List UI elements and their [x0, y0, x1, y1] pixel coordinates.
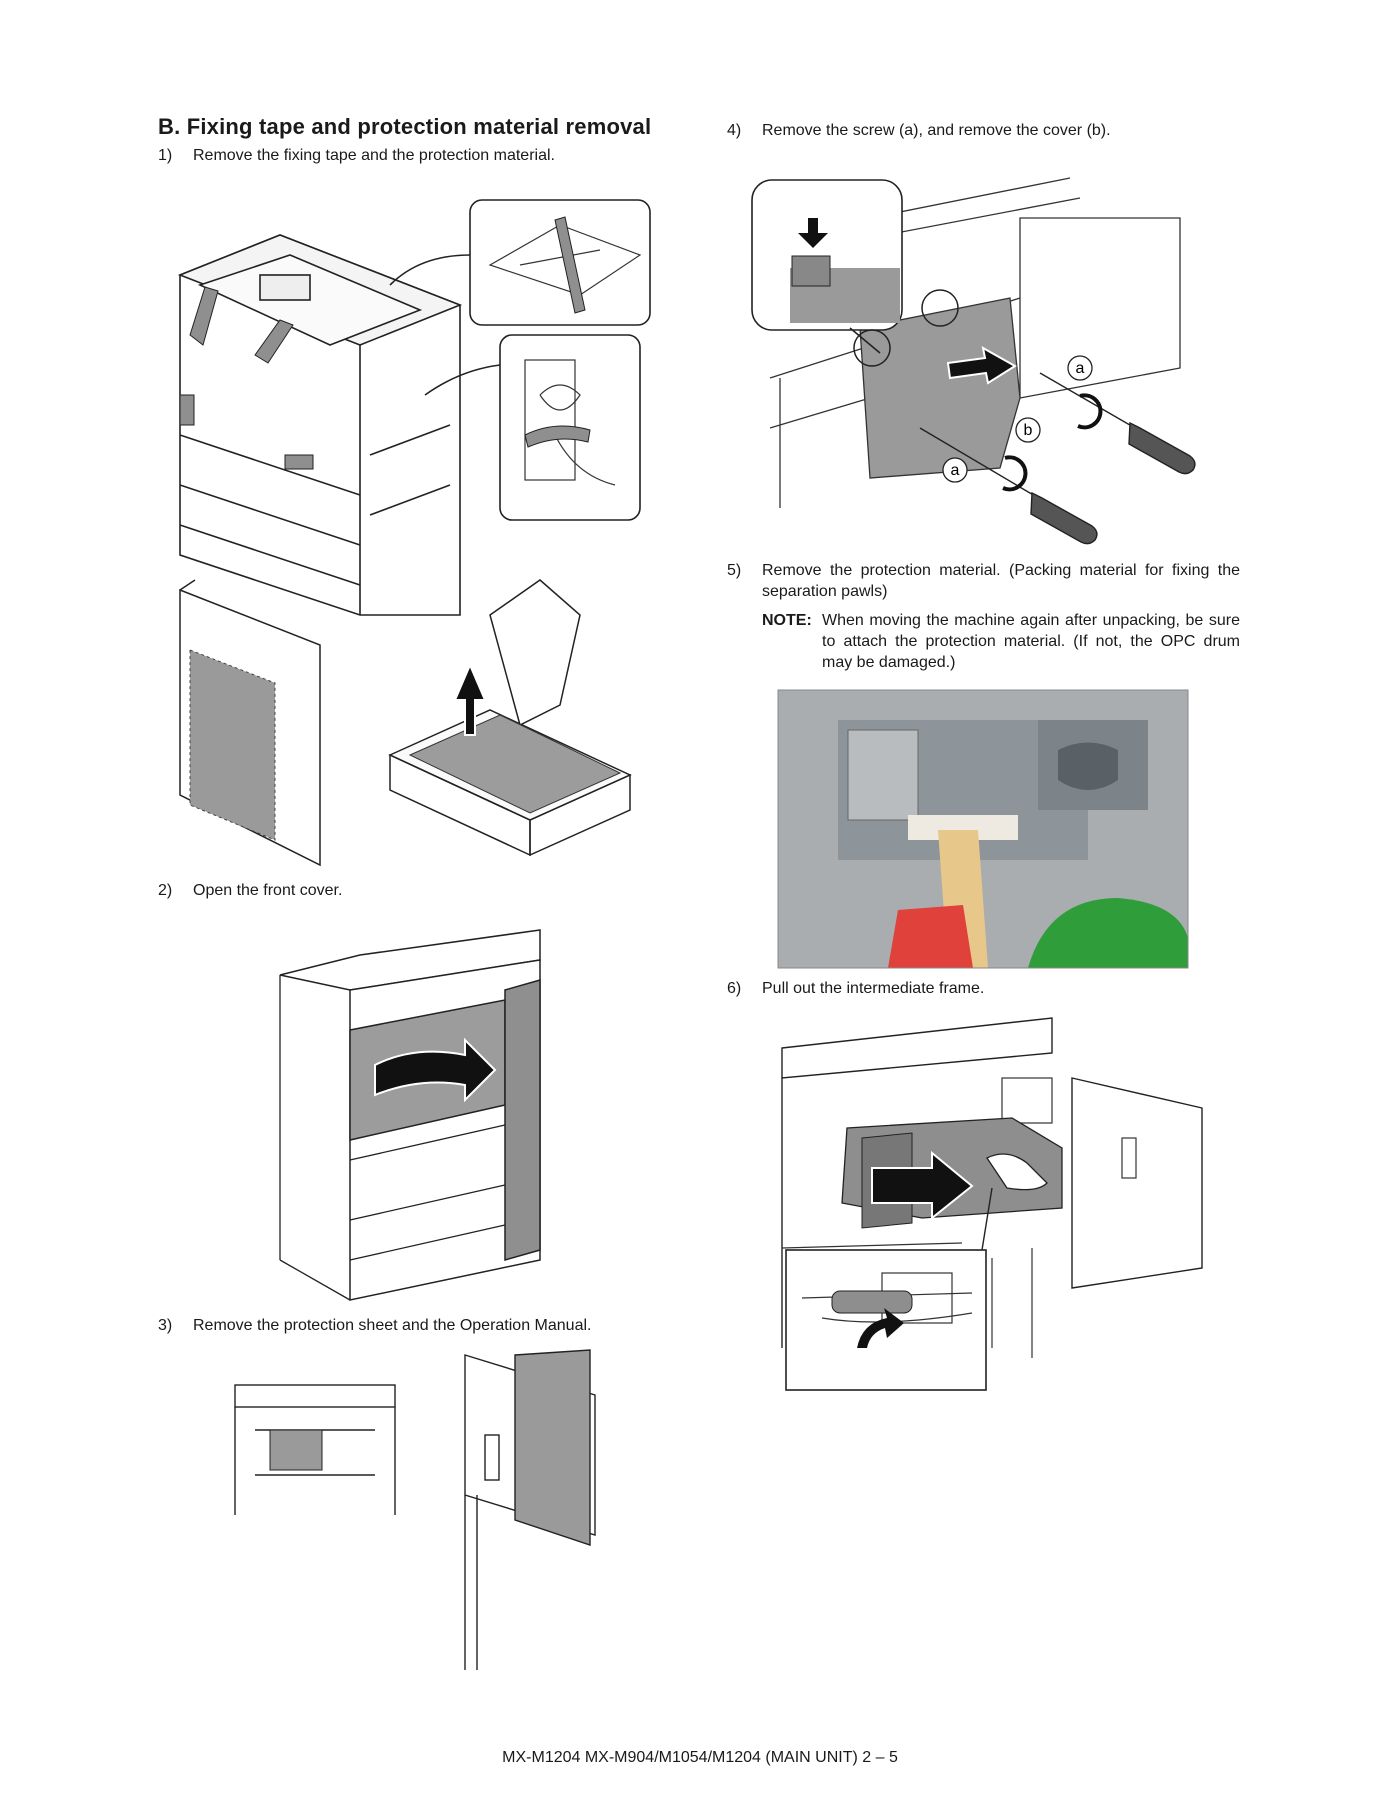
step-3-text: Remove the protection sheet and the Oper… — [193, 1317, 592, 1334]
step-1-text: Remove the fixing tape and the protectio… — [193, 147, 555, 164]
step-1-number: 1) — [158, 147, 173, 164]
figure-4-screw-cover: a b a — [751, 177, 1196, 545]
figure-3-protection-sheet — [234, 1349, 596, 1670]
step-5: 5) Remove the protection material. (Pack… — [727, 560, 1240, 602]
step-6: 6) Pull out the intermediate frame. — [727, 978, 984, 999]
step-2: 2) Open the front cover. — [158, 880, 342, 901]
label-screw-a: a — [1076, 360, 1085, 377]
step-6-number: 6) — [727, 980, 742, 997]
section-title: B. Fixing tape and protection material r… — [158, 114, 652, 139]
note-text: When moving the machine again after unpa… — [822, 612, 1240, 671]
step-2-text: Open the front cover. — [193, 882, 343, 899]
note-label: NOTE: — [762, 612, 812, 629]
step-4: 4) Remove the screw (a), and remove the c… — [727, 120, 1111, 141]
figure-6-intermediate-frame — [781, 1017, 1203, 1391]
step-4-number: 4) — [727, 122, 742, 139]
figure-2-front-cover — [279, 929, 541, 1301]
step-5-number: 5) — [727, 562, 742, 579]
step-2-number: 2) — [158, 882, 173, 899]
page-footer: MX-M1204 MX-M904/M1054/M1204 (MAIN UNIT)… — [502, 1749, 898, 1766]
step-6-text: Pull out the intermediate frame. — [762, 980, 985, 997]
label-cover-b: b — [1024, 422, 1033, 439]
label-screw-a-2: a — [951, 462, 960, 479]
step-1: 1) Remove the fixing tape and the protect… — [158, 145, 555, 166]
figure-5-photo — [777, 689, 1189, 969]
step-3-number: 3) — [158, 1317, 173, 1334]
step-4-text: Remove the screw (a), and remove the cov… — [762, 122, 1111, 139]
step-5-text: Remove the protection material. (Packing… — [762, 562, 1240, 600]
step-3: 3) Remove the protection sheet and the Op… — [158, 1315, 591, 1336]
figure-1-copier-fixing-tape — [177, 199, 651, 867]
note: NOTE: When moving the machine again afte… — [762, 610, 1240, 673]
